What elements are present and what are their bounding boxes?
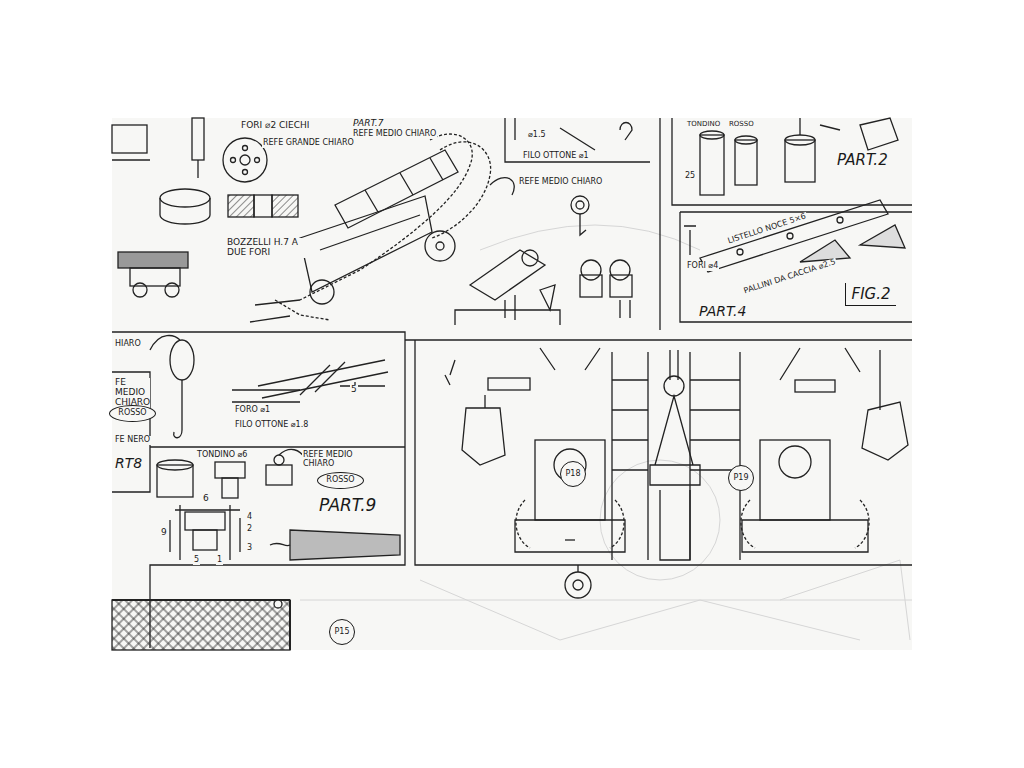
callout-circle: P15 [329, 619, 355, 645]
part-label: FE MEDIO CHIARO [114, 378, 150, 408]
part-label: BOZZELLI H.7 A DUE FORI [226, 238, 306, 258]
part-label: 5 [350, 385, 358, 395]
part-label: REFE MEDIO CHIARO [518, 178, 603, 187]
figure-box: FIG.2 [845, 283, 896, 306]
callout-circle: P19 [728, 465, 754, 491]
part-label: FILO OTTONE ⌀1 [522, 152, 590, 161]
node-text: P19 [733, 474, 748, 483]
part-label: TONDINO [686, 121, 721, 129]
part-label: FORO ⌀1 [234, 406, 271, 415]
part-label: FILO OTTONE ⌀1.8 [234, 421, 309, 430]
node-text: ROSSO [326, 476, 354, 485]
part-label: REFE MEDIO CHIARO [352, 130, 437, 139]
part-label: 1 [216, 556, 223, 565]
part-title: PART.9 [318, 496, 377, 515]
part-label: REFE GRANDE CHIARO [262, 139, 355, 148]
part-label: ⌀1.5 [527, 131, 547, 140]
callout-circle: P18 [560, 461, 586, 487]
part-label: FE NERO [114, 436, 151, 445]
part-title: PART.4 [698, 304, 747, 319]
part-title: PART.2 [836, 152, 889, 169]
part-label: 5 [193, 556, 200, 565]
part-label: FORI ⌀2 CIECHI [240, 121, 310, 131]
color-oval: ROSSO [317, 472, 364, 489]
part-label: 3 [246, 544, 253, 553]
node-text: P18 [565, 470, 580, 479]
part-label: 4 [246, 513, 253, 522]
node-text: ROSSO [118, 409, 146, 418]
color-oval: ROSSO [109, 405, 156, 422]
part-label: FORI ⌀4 [686, 262, 719, 271]
node-text: P15 [334, 628, 349, 637]
part-label: ROSSO [728, 121, 755, 129]
part-label: 25 [684, 172, 696, 181]
part-title: PART.7 [352, 119, 384, 129]
part-label: REFE MEDIO CHIARO [302, 451, 374, 469]
part-title: RT8 [114, 456, 143, 471]
part-label: 6 [202, 494, 210, 504]
part-label: 9 [160, 528, 168, 538]
part-label: LISTELLO NOCE 5×6 [726, 212, 808, 246]
part-label: PALLINI DA CACCIA ⌀2.5 [742, 258, 838, 297]
part-label: 2 [246, 525, 253, 534]
part-label: HIARO [114, 340, 142, 349]
part-label: TONDINO ⌀6 [196, 451, 248, 460]
node-text: FIG.2 [852, 286, 891, 303]
